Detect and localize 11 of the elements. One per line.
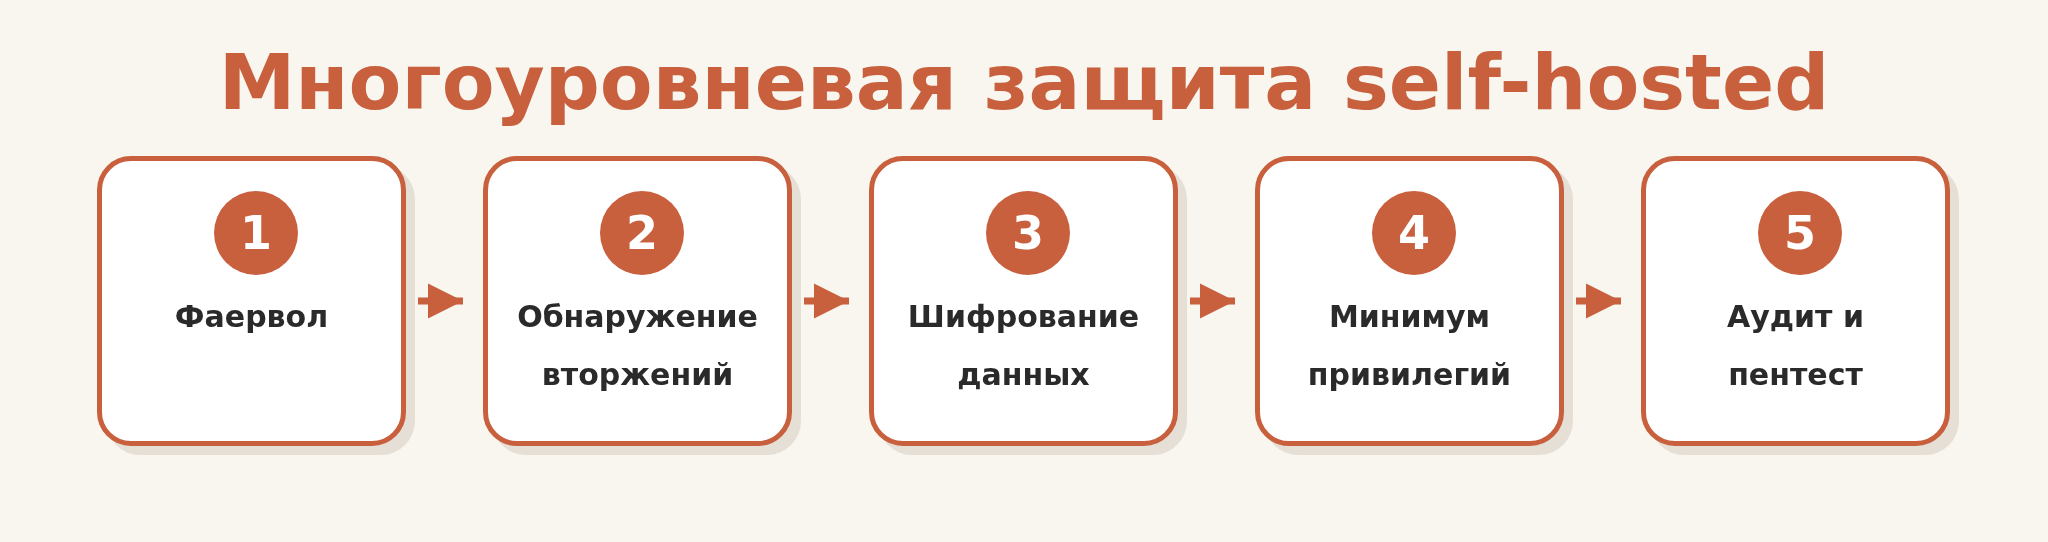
step-number: 5 xyxy=(1758,191,1842,275)
title: Многоуровневая защита self-hosted xyxy=(218,38,1830,127)
step-number: 2 xyxy=(600,191,684,275)
step-number: 3 xyxy=(986,191,1070,275)
step-label: Аудит и пентест xyxy=(1726,298,1865,394)
step-label: Минимум привилегий xyxy=(1306,298,1513,394)
step-label: Фаервол xyxy=(173,298,330,336)
step-number: 4 xyxy=(1372,191,1456,275)
step-number: 1 xyxy=(214,191,298,275)
step-label: Обнаружение вторжений xyxy=(516,298,759,394)
step-label: Шифрование данных xyxy=(906,298,1141,394)
